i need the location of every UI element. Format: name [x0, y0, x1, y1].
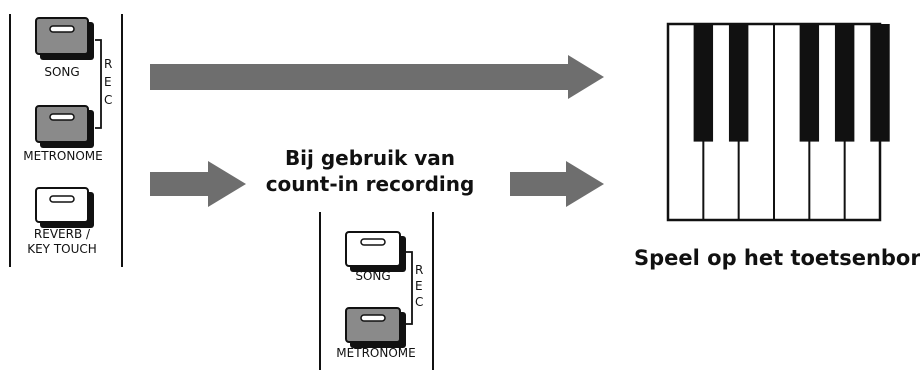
black-key [870, 24, 890, 142]
song-button-face [35, 17, 89, 55]
count-in-metronome-button[interactable] [345, 307, 406, 348]
arrows [150, 55, 604, 207]
metronome-button-label: METRONOME [23, 149, 103, 163]
count-in-heading-line1: Bij gebruik van [284, 146, 456, 170]
count-in-rec-bracket [406, 251, 413, 325]
reverb-button-label-line2: KEY TOUCH [27, 242, 97, 256]
black-key [728, 24, 749, 142]
count-in-arrow [150, 161, 246, 207]
rec-letter-e: E [104, 75, 112, 89]
count-in-metronome-label: METRONOME [336, 346, 416, 360]
black-key [834, 24, 855, 142]
count-in-rec-letter-c: C [415, 295, 424, 309]
black-key [799, 24, 820, 142]
top-arrow [150, 55, 604, 99]
left-panel [9, 14, 123, 267]
metronome-button[interactable] [35, 105, 94, 148]
count-in-song-button[interactable] [345, 231, 406, 272]
keyboard-arrow [510, 161, 604, 207]
count-in-rec-letter-e: E [415, 279, 423, 293]
metronome-button-face [35, 105, 89, 143]
black-key [693, 24, 714, 142]
count-in-song-button-face [345, 231, 401, 267]
count-in-metronome-button-face [345, 307, 401, 343]
reverb-key-touch-button-face [35, 187, 89, 223]
song-button[interactable] [35, 17, 94, 60]
rec-bracket [95, 39, 102, 129]
reverb-key-touch-button[interactable] [35, 187, 94, 228]
count-in-song-label: SONG [355, 269, 391, 283]
count-in-heading-line2: count-in recording [265, 172, 475, 196]
keyboard [666, 22, 890, 222]
song-button-label: SONG [44, 65, 80, 79]
keyboard-caption: Speel op het toetsenbord [634, 246, 920, 270]
count-in-rec-letter-r: R [415, 263, 424, 277]
rec-letter-r: R [104, 57, 113, 71]
reverb-button-label-line1: REVERB / [33, 227, 91, 241]
rec-letter-c: C [104, 93, 113, 107]
count-in-panel [319, 212, 434, 370]
